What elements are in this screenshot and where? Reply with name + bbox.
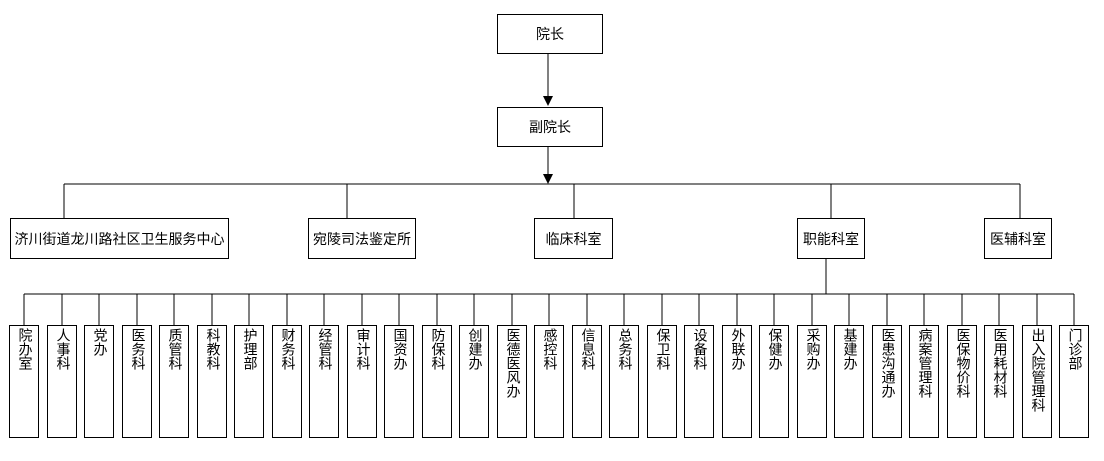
node-functional-dept: 出入院管理科 (1022, 325, 1052, 438)
node-functional-dept-label: 党办 (91, 328, 108, 356)
node-functional-dept: 基建办 (834, 325, 864, 438)
node-functional-dept-label: 采购办 (804, 328, 821, 370)
node-functional-dept-label: 出入院管理科 (1029, 328, 1046, 412)
node-functional-dept: 质管科 (159, 325, 189, 438)
node-functional-dept-label: 外联办 (729, 328, 746, 370)
node-functional-dept-label: 人事科 (54, 328, 71, 370)
node-functional-dept: 医保物价科 (947, 325, 977, 438)
node-functional-dept: 人事科 (47, 325, 77, 438)
node-functional-dept: 保健办 (759, 325, 789, 438)
node-label: 宛陵司法鉴定所 (313, 231, 411, 248)
node-functional-dept-label: 科教科 (204, 328, 221, 370)
node-functional-dept: 国资办 (384, 325, 414, 438)
node-functional-dept-label: 信息科 (579, 328, 596, 370)
node-functional-dept: 采购办 (797, 325, 827, 438)
node-functional-dept-label: 创建办 (466, 328, 483, 370)
node-functional-dept-label: 护理部 (241, 328, 258, 370)
node-functional-dept-label: 经管科 (316, 328, 333, 370)
node-functional-dept: 门诊部 (1059, 325, 1089, 438)
node-functional-dept-label: 基建办 (841, 328, 858, 370)
node-functional-dept: 总务科 (609, 325, 639, 438)
node-functional-dept: 病案管理科 (909, 325, 939, 438)
node-president: 院长 (497, 14, 603, 54)
node-community-health-center: 济川街道龙川路社区卫生服务中心 (10, 218, 229, 259)
node-functional-dept-label: 医德医风办 (504, 328, 521, 398)
node-functional-dept: 创建办 (459, 325, 489, 438)
node-clinical-departments: 临床科室 (534, 218, 613, 259)
node-label: 临床科室 (545, 231, 602, 248)
node-functional-dept: 感控科 (534, 325, 564, 438)
node-functional-dept: 经管科 (309, 325, 339, 438)
node-functional-dept-label: 保卫科 (654, 328, 671, 370)
node-functional-dept: 医德医风办 (497, 325, 527, 438)
node-functional-dept-label: 财务科 (279, 328, 296, 370)
node-vice-president: 副院长 (497, 107, 603, 147)
node-vice-president-label: 副院长 (529, 120, 571, 136)
node-forensic-institute: 宛陵司法鉴定所 (308, 218, 416, 259)
node-functional-dept-label: 病案管理科 (916, 328, 933, 398)
node-functional-dept-label: 保健办 (766, 328, 783, 370)
node-functional-dept: 医用耗材科 (984, 325, 1014, 438)
node-label: 职能科室 (803, 231, 859, 248)
node-functional-dept-label: 院办室 (16, 328, 33, 370)
node-functional-dept: 审计科 (347, 325, 377, 438)
node-president-label: 院长 (536, 27, 564, 43)
node-functional-dept: 信息科 (572, 325, 602, 438)
node-functional-dept: 护理部 (234, 325, 264, 438)
node-functional-dept-label: 医务科 (129, 328, 146, 370)
node-functional-dept-label: 门诊部 (1066, 328, 1083, 370)
node-functional-dept-label: 设备科 (691, 328, 708, 370)
node-functional-dept-label: 医保物价科 (954, 328, 971, 398)
node-auxiliary-departments: 医辅科室 (984, 218, 1052, 259)
node-functional-dept: 财务科 (272, 325, 302, 438)
node-functional-dept: 医务科 (122, 325, 152, 438)
node-functional-dept: 院办室 (9, 325, 39, 438)
node-functional-dept-label: 防保科 (429, 328, 446, 370)
node-functional-dept-label: 国资办 (391, 328, 408, 370)
node-functional-dept-label: 医用耗材科 (991, 328, 1008, 398)
node-functional-dept-label: 质管科 (166, 328, 183, 370)
node-functional-dept-label: 感控科 (541, 328, 558, 370)
node-functional-dept-label: 审计科 (354, 328, 371, 370)
node-functional-dept: 防保科 (422, 325, 452, 438)
node-functional-departments: 职能科室 (797, 218, 865, 259)
node-functional-dept: 科教科 (197, 325, 227, 438)
node-functional-dept-label: 医患沟通办 (879, 328, 896, 398)
node-functional-dept: 外联办 (722, 325, 752, 438)
node-functional-dept: 设备科 (684, 325, 714, 438)
node-functional-dept: 党办 (84, 325, 114, 438)
node-functional-dept-label: 总务科 (616, 328, 633, 370)
node-label: 济川街道龙川路社区卫生服务中心 (14, 231, 225, 248)
node-functional-dept: 保卫科 (647, 325, 677, 438)
node-label: 医辅科室 (990, 231, 1046, 248)
node-functional-dept: 医患沟通办 (872, 325, 902, 438)
